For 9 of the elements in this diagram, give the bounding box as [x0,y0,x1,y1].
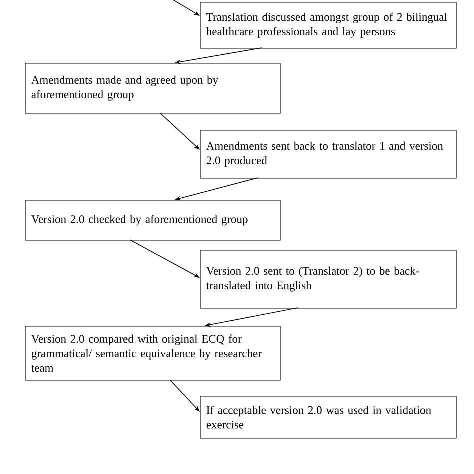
arrow [160,112,200,150]
process-box: Translation discussed amongst group of 2 bilingual healthcare professionals and lay persons [200,2,457,49]
process-box: Amendments made and agreed upon by aforementioned group [25,63,281,114]
process-box: If acceptable version 2.0 was used in validation exercise [200,396,457,439]
process-box: Version 2.0 compared with original ECQ for grammatical/ semantic equivalence by researcher team [25,326,281,381]
arrow [170,380,200,412]
process-box: Amendments sent back to translator 1 and version 2.0 produced [200,130,457,179]
process-box: Version 2.0 checked by aforementioned group [25,200,281,241]
process-box: Version 2.0 sent to (Translator 2) to be back-translated into English [200,250,457,309]
